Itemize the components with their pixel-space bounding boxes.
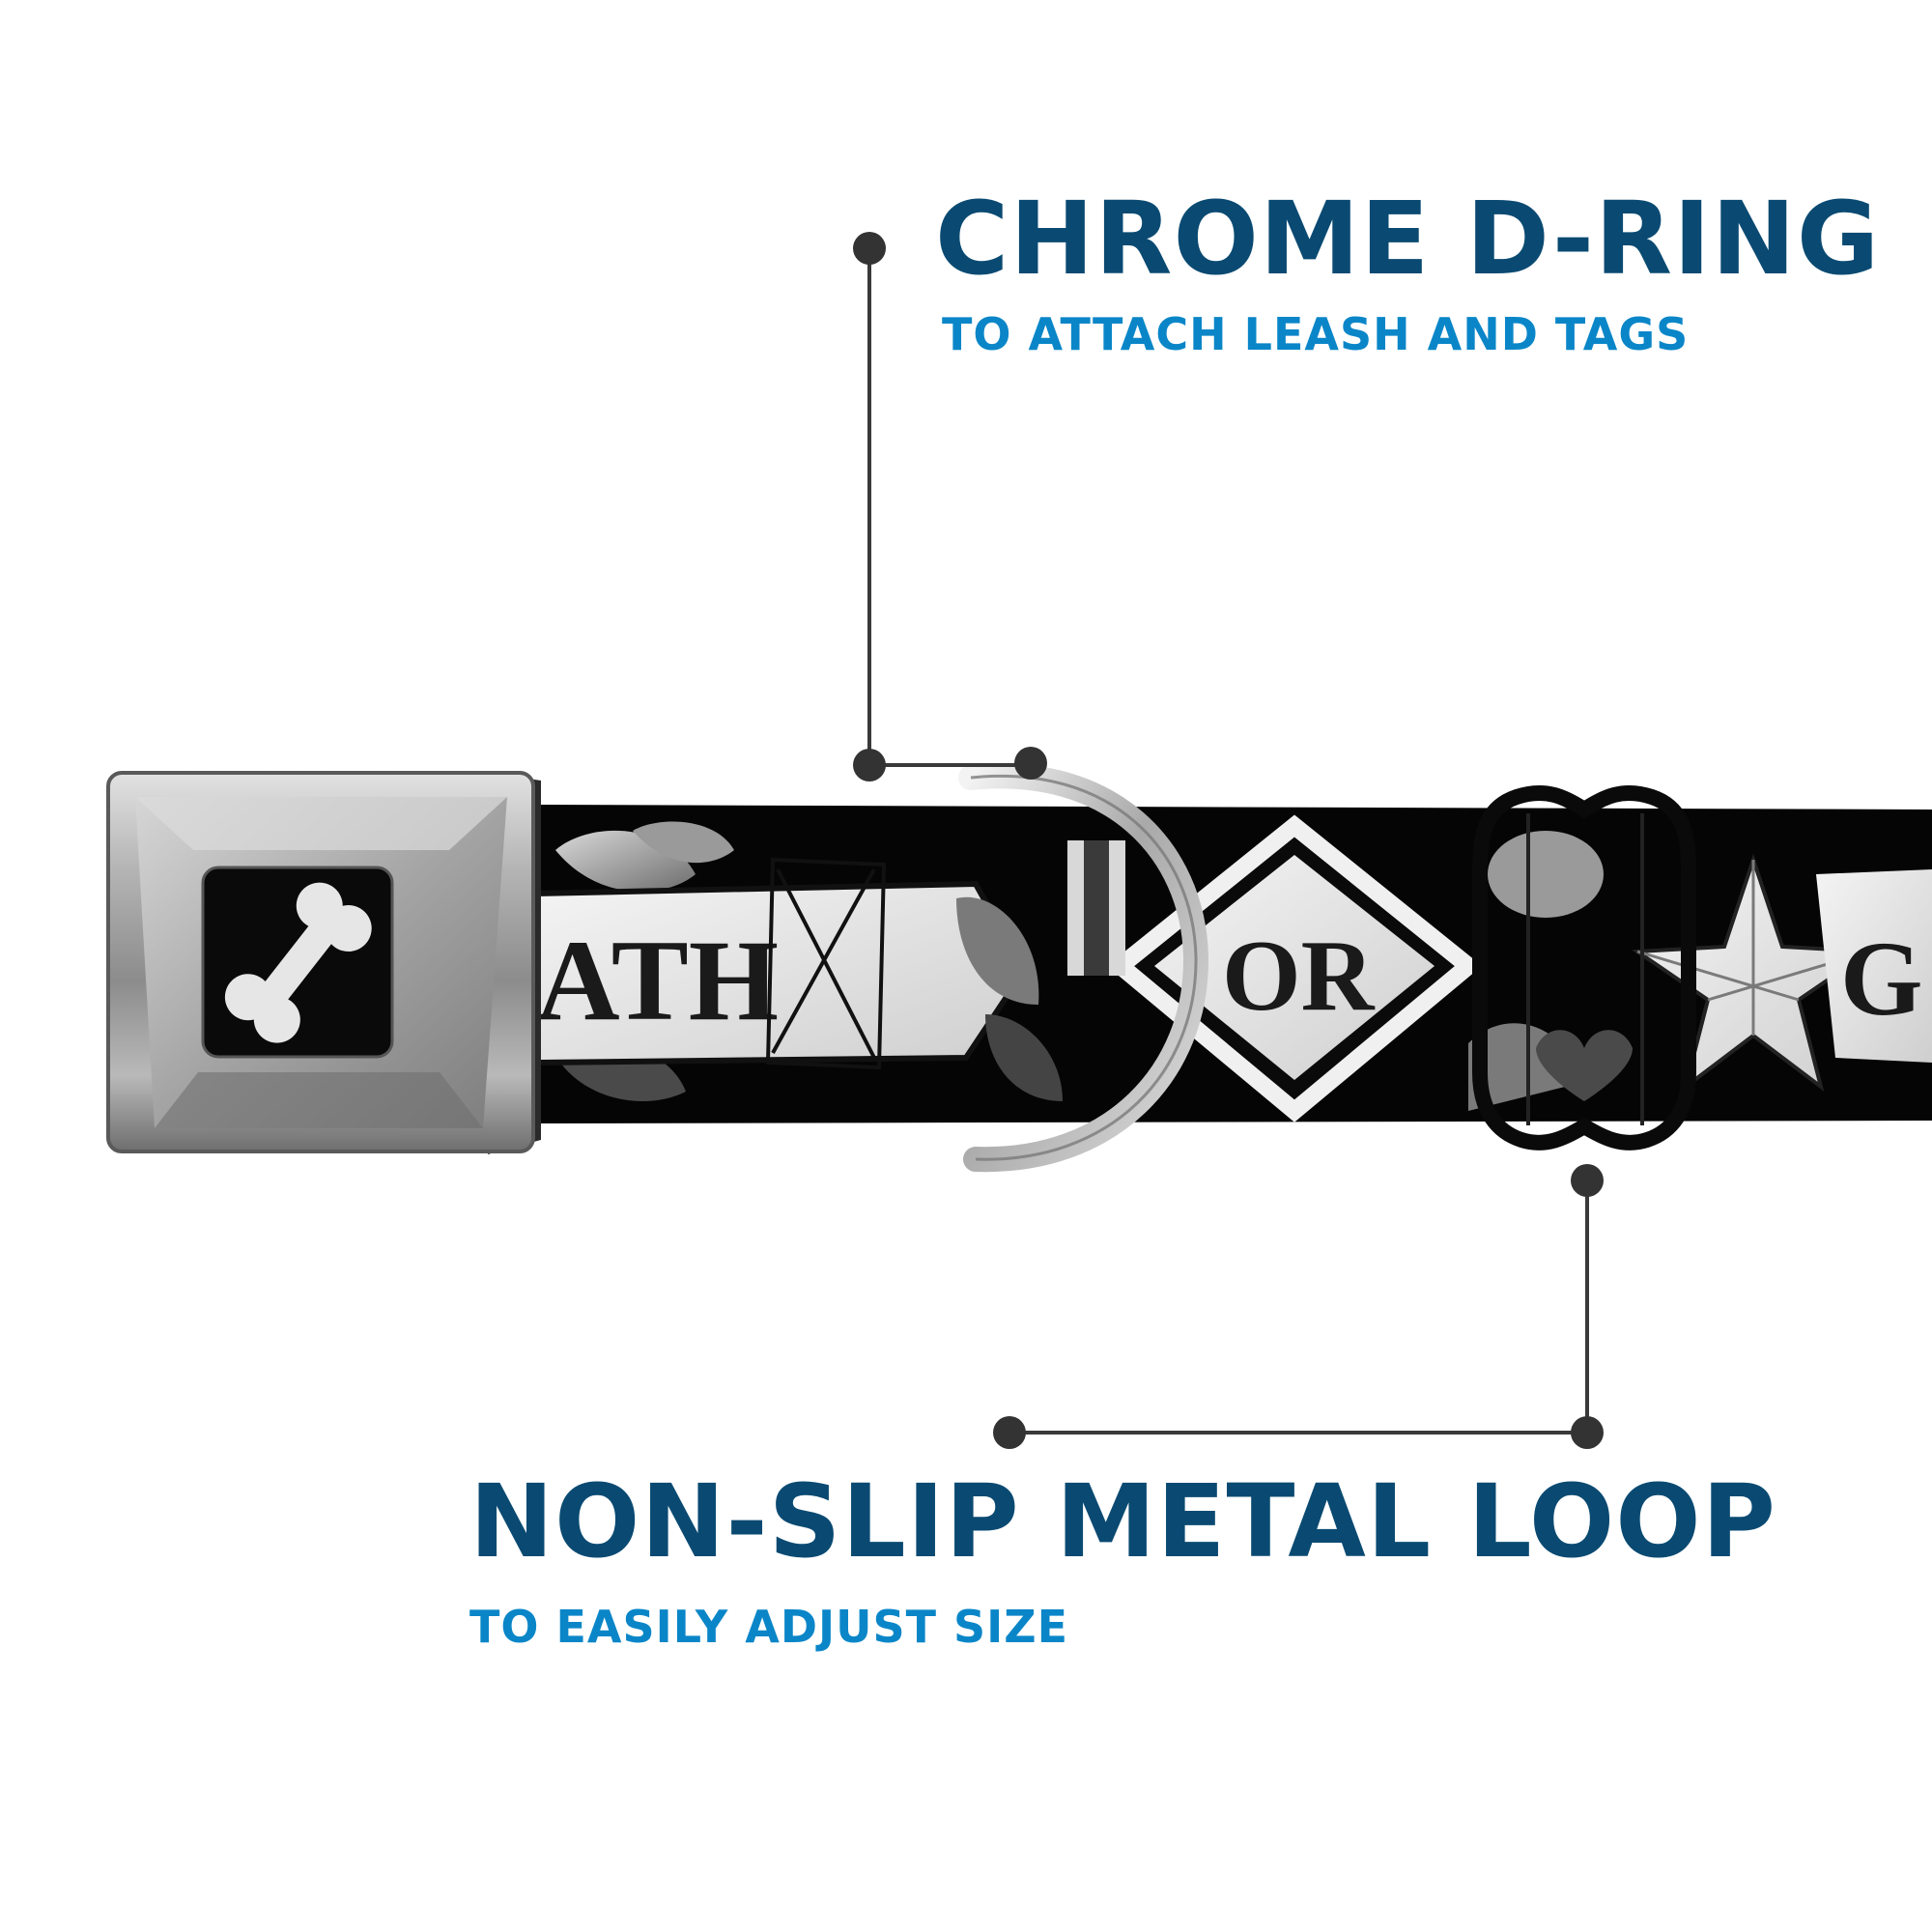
pattern-banner — [541, 884, 1024, 1063]
loop-leader-dot-end — [993, 1416, 1026, 1449]
collar-strap: ATH OR G — [536, 805, 1932, 1123]
metal-loop-subtitle: TO EASILY ADJUST SIZE — [469, 1601, 1069, 1653]
loop-leader-dot-top — [1571, 1164, 1604, 1197]
d-ring-subtitle: TO ATTACH LEASH AND TAGS — [942, 308, 1690, 360]
pattern-text-g: G — [1840, 920, 1923, 1037]
loop-leader-dot-bend — [1571, 1416, 1604, 1449]
chrome-d-ring — [958, 763, 1209, 1173]
seatbelt-buckle — [106, 771, 541, 1154]
pattern-text-ath: ATH — [536, 916, 779, 1044]
pattern-text-or: OR — [1222, 919, 1376, 1032]
loop-leader-line — [1009, 1180, 1589, 1435]
d-ring-leader-dot-bend — [853, 749, 886, 781]
d-ring-title: CHROME D-RING — [935, 180, 1881, 298]
metal-loop — [1472, 785, 1696, 1151]
metal-loop-title: NON-SLIP METAL LOOP — [469, 1463, 1776, 1580]
bone-icon — [224, 882, 372, 1043]
barbed-wire-square — [765, 857, 887, 1070]
d-ring-leader-dot-end — [1014, 747, 1047, 780]
d-ring-leader-dot-top — [853, 232, 886, 265]
